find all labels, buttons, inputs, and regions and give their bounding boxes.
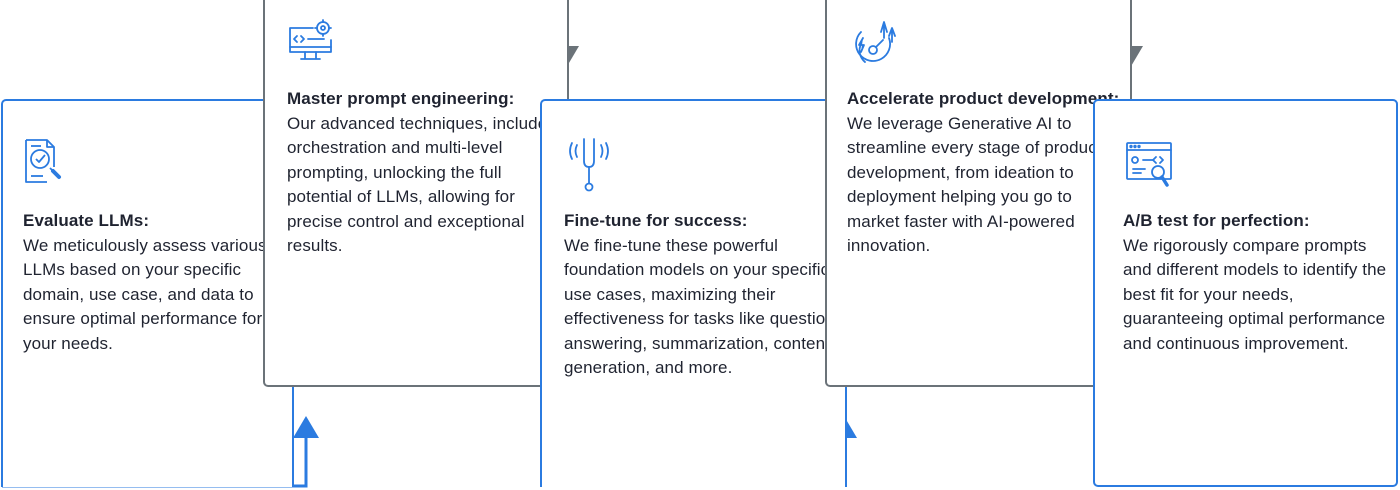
step-title: Accelerate product development: bbox=[847, 89, 1120, 108]
step-title: A/B test for perfection: bbox=[1123, 211, 1310, 230]
step-title: Master prompt engineering: bbox=[287, 89, 515, 108]
step-description: We rigorously compare prompts and differ… bbox=[1123, 235, 1387, 353]
step-card-evaluate-llms: Evaluate LLMs: We meticulously assess va… bbox=[1, 99, 294, 487]
monitor-gear-icon bbox=[285, 18, 335, 68]
step-card-accelerate-product-development: Accelerate product development: We lever… bbox=[825, 0, 1132, 387]
ab-test-icon bbox=[1125, 141, 1175, 191]
step-title: Evaluate LLMs: bbox=[23, 211, 150, 230]
step-description: We fine-tune these powerful foundation m… bbox=[564, 235, 835, 378]
step-card-fine-tune: Fine-tune for success: We fine-tune thes… bbox=[540, 99, 847, 487]
step-description: We leverage Generative AI to streamline … bbox=[847, 113, 1102, 256]
speed-boost-icon bbox=[851, 18, 901, 68]
step-description: Our advanced techniques, include orchest… bbox=[287, 113, 548, 256]
step-description: We meticulously assess various LLMs base… bbox=[23, 235, 267, 353]
tuning-fork-icon bbox=[564, 135, 614, 195]
step-card-ab-test: A/B test for perfection: We rigorously c… bbox=[1093, 99, 1398, 487]
document-search-icon bbox=[21, 137, 71, 187]
step-title: Fine-tune for success: bbox=[564, 211, 748, 230]
step-card-master-prompt-engineering: Master prompt engineering: Our advanced … bbox=[263, 0, 569, 387]
